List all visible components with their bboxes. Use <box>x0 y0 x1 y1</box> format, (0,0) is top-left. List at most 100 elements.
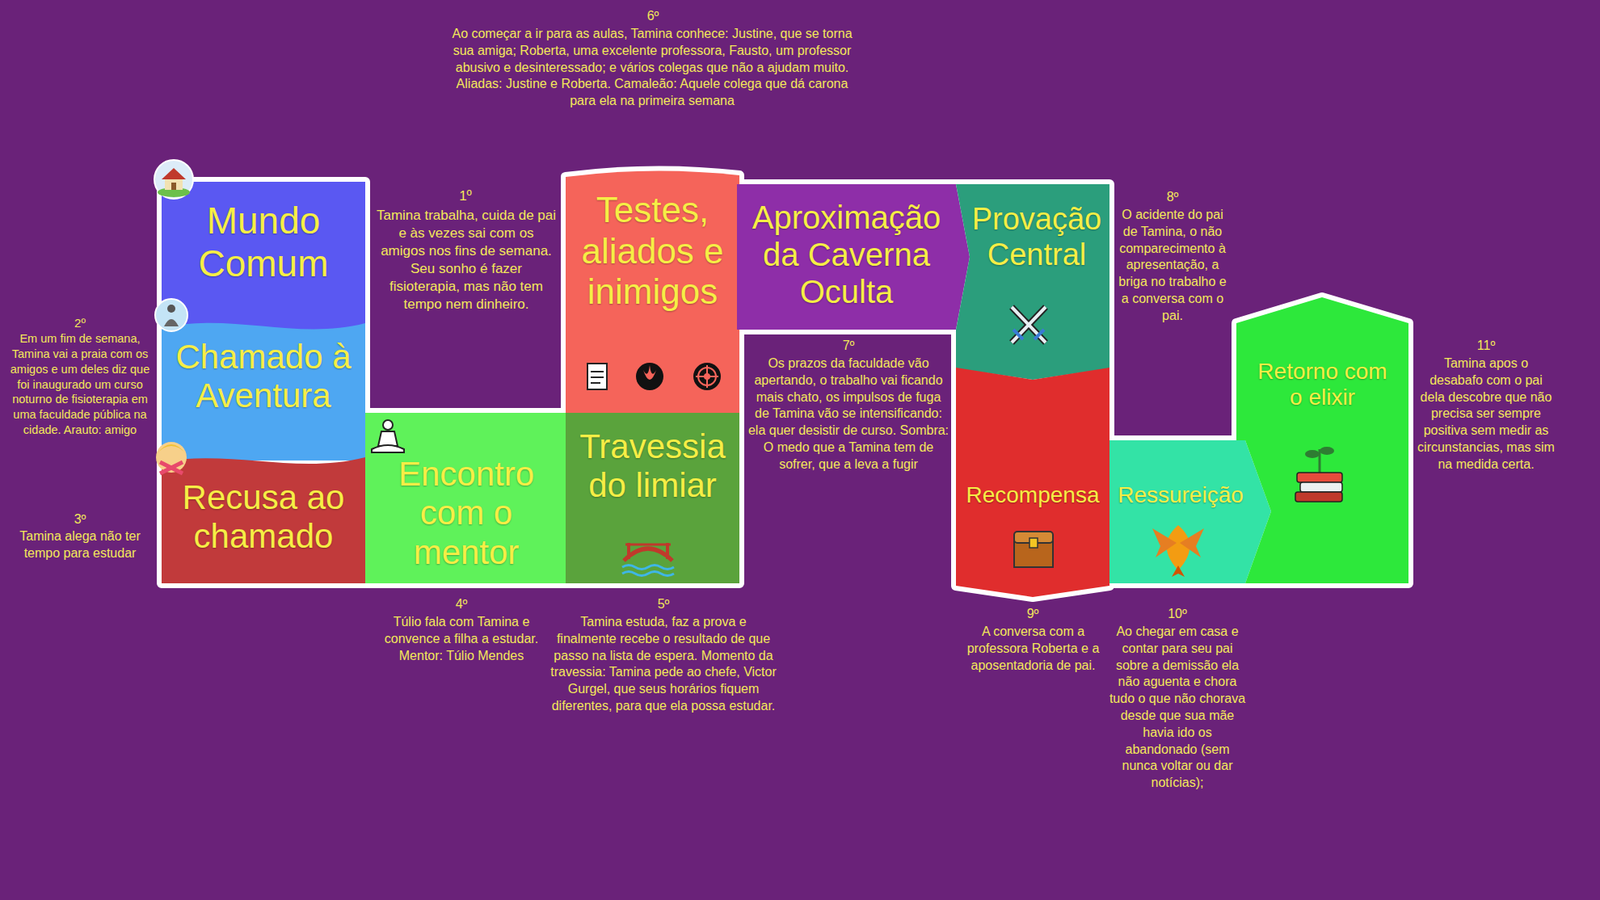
note-text: Em um fim de semana, Tamina vai a praia … <box>4 331 156 438</box>
mentor-icon <box>371 420 405 453</box>
stage-title: Chamado à Aventura <box>169 337 358 417</box>
note-text: 7º <box>808 337 889 355</box>
band-fill <box>565 412 740 584</box>
scroll-icon <box>590 376 604 379</box>
house-icon <box>154 160 194 199</box>
note-text: Ao começar a ir para as aulas, Tamina co… <box>446 25 859 110</box>
stage-title: Mundo Comum <box>169 199 358 286</box>
swords-icon <box>1011 307 1046 343</box>
band-fill <box>736 184 970 330</box>
books-icon <box>1295 492 1343 502</box>
phoenix-icon <box>1166 525 1191 571</box>
note-text: 9º <box>992 606 1074 624</box>
books-icon <box>1319 446 1335 455</box>
ally-icon <box>643 365 657 380</box>
band-fill <box>565 170 740 419</box>
outline-border <box>1109 440 1272 584</box>
note-text: A conversa com a professora Roberta e a … <box>966 623 1100 674</box>
band-fill <box>955 367 1110 598</box>
bridge-icon <box>623 548 673 561</box>
books-icon <box>1305 450 1320 459</box>
band-fill <box>1236 297 1409 584</box>
outline-border <box>161 457 366 584</box>
note-text: 3º <box>39 511 121 529</box>
note-text: 6º <box>612 8 694 26</box>
swords-icon <box>1013 329 1024 340</box>
note-text: Tamina trabalha, cuida de pai e às vezes… <box>374 206 558 315</box>
house-icon <box>154 160 194 199</box>
bridge-icon <box>622 543 674 577</box>
swords-icon <box>1011 307 1046 343</box>
stage-title: Recusa ao chamado <box>169 478 358 557</box>
note-text: Túlio fala com Tamina e convence a filha… <box>379 614 544 665</box>
note-text: Os prazos da faculdade vão apertando, o … <box>747 355 950 474</box>
refusal-icon <box>160 462 183 474</box>
stage-title: Ressureição <box>1115 482 1246 509</box>
chest-icon <box>1029 538 1038 548</box>
herald-icon <box>155 298 188 332</box>
swords-icon <box>1011 307 1046 343</box>
band-fill <box>161 181 366 336</box>
enemy-icon <box>695 375 719 378</box>
herald-icon <box>155 298 188 332</box>
band-shape <box>1109 440 1272 584</box>
house-icon <box>164 177 183 190</box>
band-fill <box>161 457 366 584</box>
enemy-icon <box>693 362 721 391</box>
outline-border <box>161 323 366 461</box>
phoenix-icon <box>1171 565 1185 577</box>
note-text: 2º <box>39 315 121 332</box>
stage-title: Testes, aliados e inimigos <box>573 189 732 313</box>
outline-border <box>161 181 366 336</box>
house-icon <box>171 182 177 190</box>
outline-border <box>736 184 970 330</box>
stage-band: Travessia do limiar <box>565 412 740 584</box>
mentor-icon <box>383 420 393 430</box>
stage-title: Provação Central <box>968 202 1105 273</box>
mentor-icon <box>371 445 405 453</box>
band-fill <box>161 323 366 461</box>
scroll-icon <box>587 363 607 390</box>
stage-title: Retorno com o elixir <box>1251 358 1394 411</box>
stage-band: Retorno com o elixir <box>1236 297 1409 584</box>
herald-icon <box>167 304 176 313</box>
stage-band: Mundo Comum <box>161 181 366 336</box>
stage-title: Aproximação da Caverna Oculta <box>743 198 950 311</box>
outline-border <box>1236 297 1409 584</box>
note-text: 5º <box>623 596 704 614</box>
bridge-icon <box>622 572 674 577</box>
stage-band: Aproximação da Caverna Oculta <box>736 184 970 330</box>
band-shape <box>1236 297 1409 584</box>
books-icon <box>1295 446 1343 502</box>
scroll-icon <box>590 370 604 373</box>
note-text: 8º <box>1132 189 1213 207</box>
note-text: Tamina alega não ter tempo para estudar <box>4 528 156 563</box>
enemy-icon <box>693 362 721 391</box>
stage-band: Chamado à Aventura <box>161 316 366 461</box>
books-icon <box>1296 472 1343 483</box>
note-text: 10º <box>1136 606 1218 624</box>
swords-icon <box>1011 307 1046 343</box>
outline-border <box>955 184 1110 380</box>
note-text: 1º <box>425 187 506 206</box>
chest-icon <box>1014 531 1053 568</box>
phoenix-icon <box>1152 528 1177 558</box>
refusal-icon <box>155 442 187 474</box>
note-text: Ao chegar em casa e contar para seu pai … <box>1108 623 1247 792</box>
note-text: O acidente do pai de Tamina, o não compa… <box>1115 206 1230 325</box>
stage-band: Ressureição <box>1109 440 1272 584</box>
scroll-icon <box>587 363 607 390</box>
refusal-icon <box>160 462 183 474</box>
stage-title: Travessia do limiar <box>573 427 732 506</box>
bridge-icon <box>625 543 671 547</box>
outline-border <box>565 412 740 584</box>
stage-band: Recusa ao chamado <box>161 452 366 584</box>
mentor-icon <box>378 431 398 447</box>
bridge-icon <box>622 565 674 570</box>
stage-band: Provação Central <box>955 184 1110 380</box>
stage-title: Encontro com o mentor <box>373 454 560 573</box>
swords-icon <box>1034 329 1045 340</box>
books-icon <box>1300 482 1343 493</box>
refusal-icon <box>155 442 187 473</box>
